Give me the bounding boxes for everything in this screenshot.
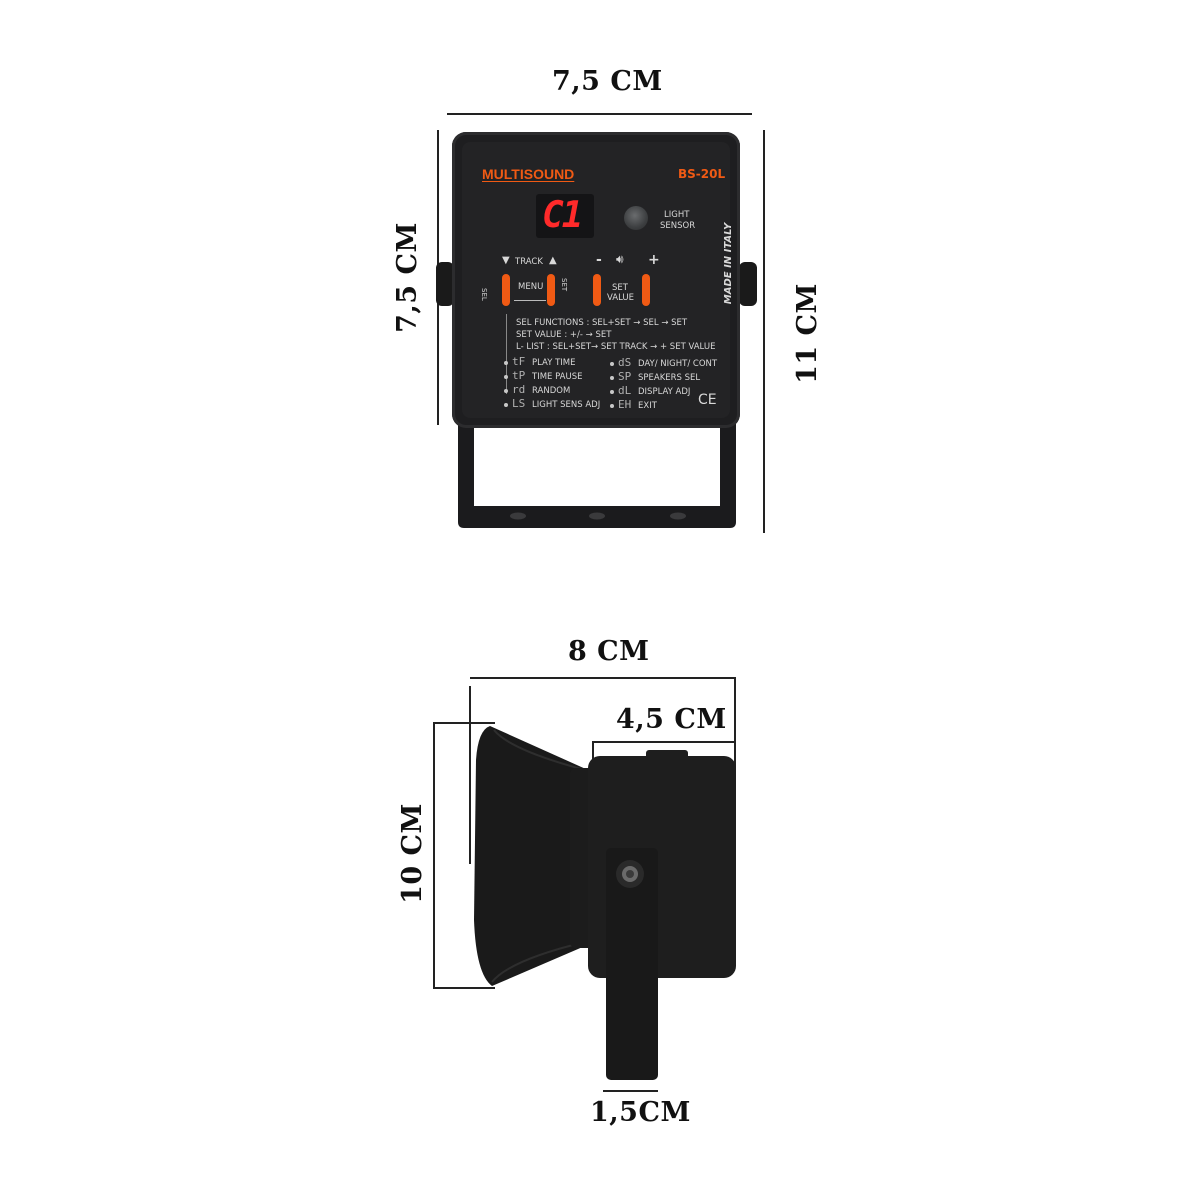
set-label-vertical: SET — [560, 278, 568, 292]
function-code: dS — [618, 356, 632, 369]
function-label: SPEAKERS SEL — [638, 373, 701, 383]
menu-connector — [514, 300, 546, 301]
function-code: dL — [618, 384, 632, 397]
side-box-width-line — [592, 741, 734, 743]
function-label: RANDOM — [532, 386, 571, 396]
set-value-label-2: VALUE — [607, 293, 634, 303]
front-panel: MULTISOUND BS-20L C1 LIGHT SENSOR MADE I… — [462, 142, 734, 418]
mount-bracket — [458, 422, 736, 528]
function-bullet — [610, 390, 614, 394]
instruction-line-3: L- LIST : SEL+SET→ SET TRACK → + SET VAL… — [516, 342, 716, 352]
function-code: EH — [618, 398, 632, 411]
track-down-arrow: ▼ — [502, 255, 510, 266]
function-label: LIGHT SENS ADJ — [532, 400, 601, 410]
sel-button[interactable] — [502, 274, 510, 306]
function-bullet — [504, 403, 508, 407]
top-height-right-label: 11 CM — [791, 283, 823, 384]
top-width-line — [447, 113, 752, 115]
plus-button[interactable] — [642, 274, 650, 306]
function-bullet — [610, 376, 614, 380]
function-label: TIME PAUSE — [532, 372, 583, 382]
right-mount-knob — [739, 262, 757, 306]
side-height-line — [433, 722, 435, 988]
side-bracket-width-label: 1,5CM — [590, 1097, 691, 1128]
minus-label: - — [596, 252, 602, 268]
top-height-right-line — [763, 130, 765, 533]
function-bullet — [610, 362, 614, 366]
function-code: tF — [512, 355, 526, 368]
brand-logo: MULTISOUND — [482, 166, 575, 182]
made-in-italy-label: MADE IN ITALY — [723, 222, 735, 305]
volume-icon: 🔊︎ — [616, 252, 624, 266]
led-display-value: C1 — [542, 195, 583, 236]
function-bullet — [504, 389, 508, 393]
light-sensor-window — [624, 206, 648, 230]
instruction-tree-line — [506, 314, 507, 394]
function-code: LS — [512, 397, 526, 410]
function-code: rd — [512, 383, 526, 396]
set-value-label-1: SET — [612, 283, 628, 293]
side-width-tick-left — [469, 686, 471, 864]
function-label: PLAY TIME — [532, 358, 576, 368]
top-width-label: 7,5 CM — [552, 66, 663, 97]
side-bracket-width-line — [603, 1090, 658, 1092]
side-height-tick-bottom — [433, 987, 495, 989]
light-sensor-label-1: LIGHT — [664, 210, 690, 220]
instruction-line-1: SEL FUNCTIONS : SEL+SET → SEL → SET — [516, 318, 688, 328]
track-up-arrow: ▲ — [549, 255, 557, 266]
function-code: SP — [618, 370, 632, 383]
light-sensor-label-2: SENSOR — [660, 221, 696, 231]
function-bullet — [504, 375, 508, 379]
function-label: DAY/ NIGHT/ CONT — [638, 359, 718, 369]
speaker-side-view — [474, 726, 736, 1080]
side-height-label: 10 CM — [396, 803, 428, 904]
model-label: BS-20L — [678, 167, 726, 181]
side-width-line — [470, 677, 734, 679]
left-mount-knob — [436, 262, 454, 306]
led-display: C1 — [536, 194, 594, 238]
instruction-line-2: SET VALUE : +/- → SET — [516, 330, 612, 340]
side-width-label: 8 CM — [568, 636, 650, 667]
top-height-left-label: 7,5 CM — [391, 222, 423, 333]
function-bullet — [610, 404, 614, 408]
function-label: EXIT — [638, 401, 657, 411]
side-box-width-label: 4,5 CM — [616, 704, 727, 735]
ce-mark: CE — [698, 392, 717, 408]
minus-button[interactable] — [593, 274, 601, 306]
function-bullet — [504, 361, 508, 365]
set-button[interactable] — [547, 274, 555, 306]
menu-label: MENU — [518, 282, 544, 292]
plus-label: + — [648, 252, 660, 268]
function-label: DISPLAY ADJ — [638, 387, 691, 397]
side-height-tick-top — [433, 722, 495, 724]
track-label: TRACK — [515, 257, 543, 267]
function-code: tP — [512, 369, 526, 382]
control-unit-front: MULTISOUND BS-20L C1 LIGHT SENSOR MADE I… — [452, 132, 740, 428]
sel-label: SEL — [480, 288, 488, 301]
